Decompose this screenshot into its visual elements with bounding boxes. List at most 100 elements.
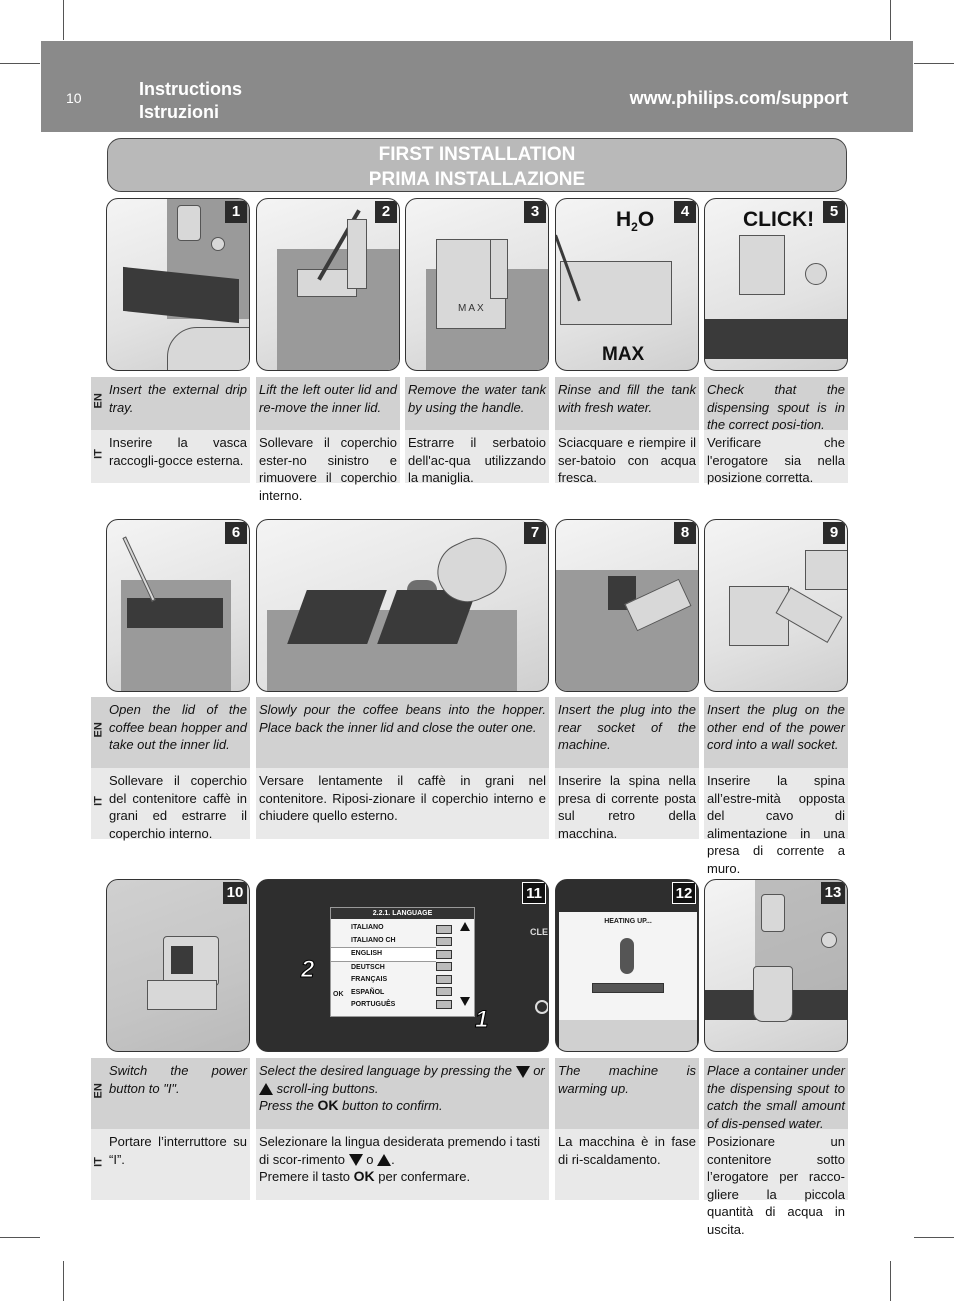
step-number: 4 <box>674 201 696 223</box>
step-illustration-4: H2O MAX 4 <box>555 198 699 371</box>
menu-title: 2.2.1. LANGUAGE <box>331 908 474 919</box>
step-number: 5 <box>823 201 845 223</box>
step-number: 13 <box>821 882 845 904</box>
step-number: 8 <box>674 522 696 544</box>
heating-label: HEATING UP... <box>604 918 652 925</box>
flag-icon <box>436 950 452 959</box>
language-option[interactable]: PORTUGUÊS <box>351 1001 396 1008</box>
step-number: 3 <box>524 201 546 223</box>
progress-bar <box>592 983 664 993</box>
lang-column-it <box>91 430 106 483</box>
step-illustration-9: 9 <box>704 519 848 692</box>
ok-label: OK <box>333 991 344 998</box>
step-number: 6 <box>225 522 247 544</box>
language-option[interactable]: ESPAÑOL <box>351 988 385 996</box>
step-text-en: Lift the left outer lid and re-move the … <box>256 377 400 430</box>
step-text-en: Select the desired language by pressing … <box>256 1058 549 1129</box>
step-illustration-8: 8 <box>555 519 699 692</box>
clean-label: CLEA <box>530 927 548 937</box>
language-menu: 2.2.1. LANGUAGE ITALIANO ITALIANO CH ENG… <box>330 907 475 1017</box>
step-illustration-1: 1 <box>106 198 250 371</box>
step-text-it: Portare l’interruttore su “I”. <box>106 1129 250 1200</box>
up-arrow-icon <box>259 1083 273 1096</box>
step-number: 2 <box>375 201 397 223</box>
crop-mark <box>914 63 954 64</box>
page-number: 10 <box>66 90 82 106</box>
step-illustration-11: 2.2.1. LANGUAGE ITALIANO ITALIANO CH ENG… <box>256 879 549 1052</box>
step-text-it: Inserire la spina all’estre-mità opposta… <box>704 768 848 876</box>
page-header <box>41 41 913 132</box>
step-text-en: Slowly pour the coffee beans into the ho… <box>256 697 549 768</box>
step-text-it: La macchina è in fase di ri-scaldamento. <box>555 1129 699 1200</box>
step-text-en: The machine is warming up. <box>555 1058 699 1129</box>
up-arrow-icon <box>377 1154 392 1167</box>
step-text-en: Remove the water tank by using the handl… <box>405 377 549 430</box>
tank-max-label: MAX <box>458 303 486 314</box>
header-title-it: Istruzioni <box>139 102 219 122</box>
step-illustration-10: 10 <box>106 879 250 1052</box>
step-illustration-5: CLICK! 5 <box>704 198 848 371</box>
h2o-label: H2O <box>616 208 655 235</box>
step-text-en: Place a container under the dispensing s… <box>704 1058 848 1131</box>
step-illustration-7: 7 <box>256 519 549 692</box>
lang-column-it <box>91 1129 106 1200</box>
step-text-it: Inserire la vasca raccogli-gocce esterna… <box>106 430 250 483</box>
step-number: 1 <box>225 201 247 223</box>
flag-icon <box>436 975 452 984</box>
step-text-en: Insert the external drip tray. <box>106 377 250 430</box>
step-text-en: Rinse and fill the tank with fresh water… <box>555 377 699 430</box>
step-number: 12 <box>672 882 696 904</box>
step-number: 11 <box>522 882 546 904</box>
step-number: 10 <box>223 882 247 904</box>
step-illustration-3: MAX 3 <box>405 198 549 371</box>
max-label: MAX <box>602 344 645 365</box>
step-illustration-2: 2 <box>256 198 400 371</box>
step-text-it: Sciacquare e riempire il ser-batoio con … <box>555 430 699 485</box>
step-number: 7 <box>524 522 546 544</box>
language-option-selected[interactable]: ENGLISH <box>331 947 436 962</box>
step-text-it: Posizionare un contenitore sotto l’eroga… <box>704 1129 848 1237</box>
header-title-en: Instructions <box>139 79 243 99</box>
lang-label-it: IT <box>92 796 105 806</box>
step-number: 9 <box>823 522 845 544</box>
language-option[interactable]: DEUTSCH <box>351 963 385 971</box>
support-url[interactable]: www.philips.com/support <box>629 88 848 108</box>
flag-icon <box>436 925 452 934</box>
lang-column-it <box>91 768 106 839</box>
language-option[interactable]: FRANÇAIS <box>351 976 388 983</box>
step-text-en: Check that the dispensing spout is in th… <box>704 377 848 432</box>
step-text-it: Sollevare il coperchio ester-no sinistro… <box>256 430 400 503</box>
section-banner: FIRST INSTALLATION PRIMA INSTALLAZIONE <box>107 138 847 192</box>
lang-column-en <box>91 1058 106 1129</box>
crop-mark <box>63 0 64 40</box>
flag-icon <box>436 1000 452 1009</box>
step2-badge: 2 <box>300 956 315 984</box>
lang-label-it: IT <box>92 1157 105 1167</box>
step-text-it: Sollevare il coperchio del contenitore c… <box>106 768 250 841</box>
click-label: CLICK! <box>743 208 815 231</box>
step-text-it: Selezionare la lingua desiderata premend… <box>256 1129 549 1200</box>
flag-icon <box>436 962 452 971</box>
scroll-down-icon[interactable] <box>460 997 470 1006</box>
step-text-en: Insert the plug into the rear socket of … <box>555 697 699 768</box>
down-arrow-icon <box>515 1065 530 1078</box>
step1-badge: 1 <box>474 1006 489 1034</box>
power-icon[interactable] <box>535 1000 548 1014</box>
lang-label-en: EN <box>92 1083 105 1099</box>
banner-title-it: PRIMA INSTALLAZIONE <box>368 169 586 190</box>
lang-column-en <box>91 697 106 768</box>
step-text-it: Inserire la spina nella presa di corrent… <box>555 768 699 841</box>
step-text-it: Versare lentamente il caffè in grani nel… <box>256 768 549 839</box>
crop-mark <box>914 1237 954 1238</box>
step-text-it: Estrarre il serbatoio dell'ac-qua utiliz… <box>405 430 549 485</box>
scroll-up-icon[interactable] <box>460 922 470 931</box>
step-illustration-12: HEATING UP... 12 <box>555 879 699 1052</box>
step-illustration-13: 13 <box>704 879 848 1052</box>
step-text-en: Insert the plug on the other end of the … <box>704 697 848 768</box>
lang-label-en: EN <box>92 722 105 738</box>
crop-mark <box>890 0 891 40</box>
language-option[interactable]: ITALIANO CH <box>351 936 396 944</box>
step-text-en: Open the lid of the coffee bean hopper a… <box>106 697 250 768</box>
crop-mark <box>63 1261 64 1301</box>
language-option[interactable]: ITALIANO <box>351 924 384 931</box>
